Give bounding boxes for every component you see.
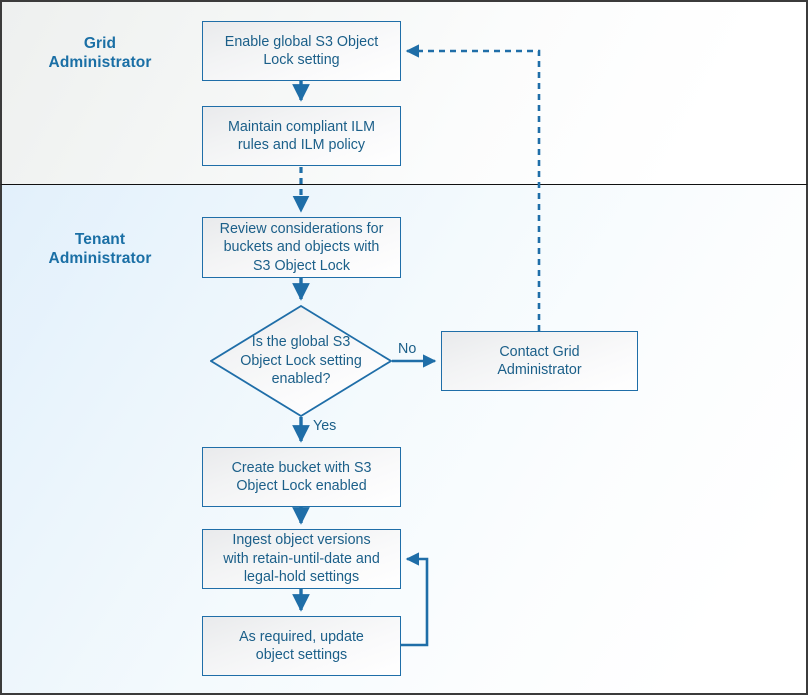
swimlane-label-grid-administrator: Grid Administrator [48,35,152,71]
node-maintain-compliant-ilm-rules-and-policy[interactable]: Maintain compliant ILM rules and ILM pol… [202,106,401,166]
decision-label: Is the global S3 Object Lock setting ena… [240,334,362,388]
edge-label-no: No [398,341,417,357]
swimlane-label-tenant-administrator: Tenant Administrator [48,231,152,267]
node-create-bucket-with-s3-object-lock[interactable]: Create bucket with S3 Object Lock enable… [202,447,401,507]
node-as-required-update-object-settings[interactable]: As required, update object settings [202,616,401,676]
swimlane-grid-administrator [0,0,808,185]
decision-diamond-shape [210,305,392,417]
node-enable-global-s3-object-lock-setting[interactable]: Enable global S3 Object Lock setting [202,21,401,81]
node-decision-is-global-s3-object-lock-enabled[interactable]: Is the global S3 Object Lock setting ena… [210,305,392,417]
edge-label-yes: Yes [313,418,337,434]
node-contact-grid-administrator[interactable]: Contact Grid Administrator [441,331,638,391]
node-ingest-object-versions[interactable]: Ingest object versions with retain-until… [202,529,401,589]
node-review-considerations[interactable]: Review considerations for buckets and ob… [202,217,401,278]
